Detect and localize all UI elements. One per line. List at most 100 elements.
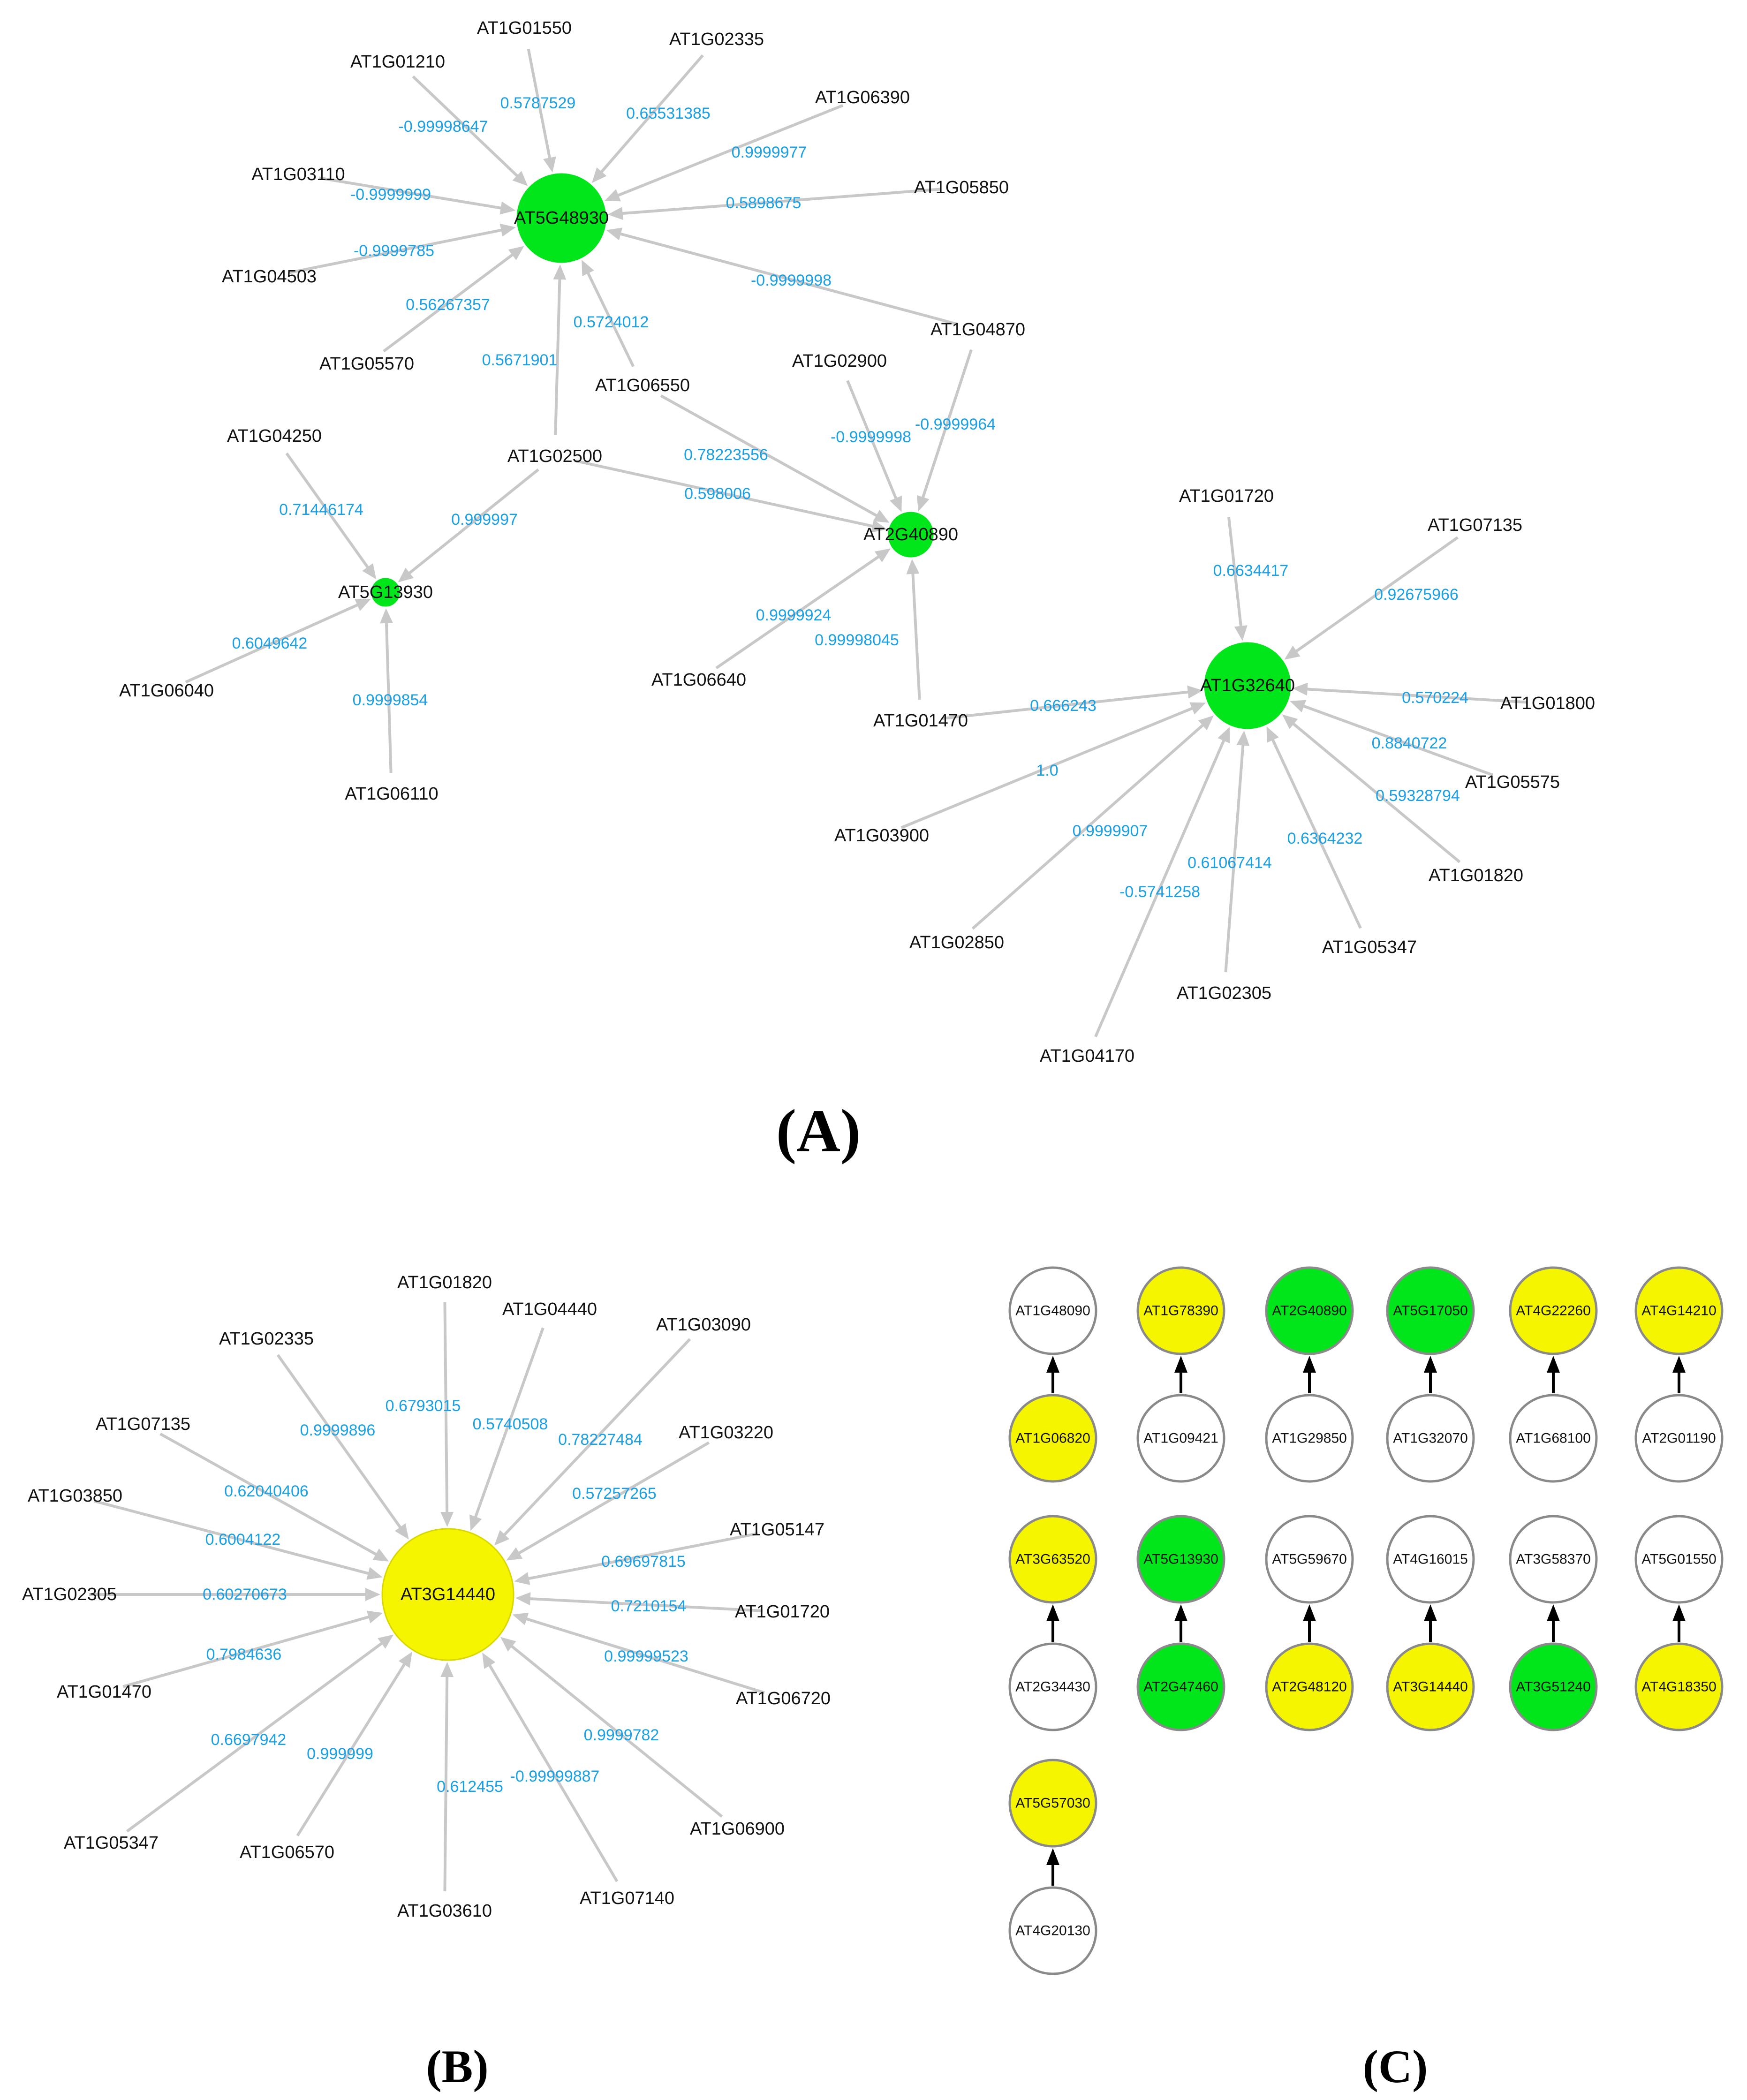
edge-weight-b-8: 0.60270673 <box>203 1586 287 1603</box>
arrow-a-12 <box>916 495 930 512</box>
edge-weight-a-8: 0.56267357 <box>406 296 490 314</box>
grid-label-at2g34430: AT2G34430 <box>1015 1679 1090 1695</box>
gene-label-a-at1g05570: AT1G05570 <box>319 354 414 374</box>
edge-a-4 <box>318 176 504 210</box>
gene-label-a-at1g02850: AT1G02850 <box>909 933 1004 952</box>
arrow-a-11 <box>890 495 902 512</box>
hub-node-at1g32640 <box>1204 642 1291 729</box>
edge-weight-a-3: 0.9999977 <box>732 144 807 161</box>
gene-label-a-at1g06110: AT1G06110 <box>345 784 438 804</box>
edge-a-2 <box>598 54 704 175</box>
grid-node-at5g13930 <box>1136 1515 1225 1604</box>
edge-weight-a-2: 0.65531385 <box>626 105 711 122</box>
gene-label-a-at1g05575: AT1G05575 <box>1465 772 1560 792</box>
edge-b-10 <box>122 1615 372 1688</box>
pair-arrow-1 <box>1174 1356 1187 1373</box>
grid-node-at2g01190 <box>1634 1394 1724 1483</box>
edge-weight-b-12: 0.6697942 <box>211 1731 287 1749</box>
grid-node-at1g78390 <box>1136 1266 1225 1355</box>
edge-b-16 <box>443 1674 449 1892</box>
edge-weight-a-22: 0.92675966 <box>1374 586 1459 604</box>
arrow-a-0 <box>543 156 556 173</box>
edge-b-12 <box>126 1640 385 1833</box>
arrow-a-8 <box>508 246 524 260</box>
edge-layer <box>89 48 1686 1892</box>
gene-label-a-at1g05347: AT1G05347 <box>1322 937 1417 957</box>
arrow-a-22 <box>1284 645 1301 660</box>
pair-arrow-7 <box>1174 1604 1187 1621</box>
arrow-b-2 <box>394 1523 409 1540</box>
arrow-b-13 <box>500 1637 516 1652</box>
gene-label-b-at1g01720: AT1G01720 <box>735 1602 830 1622</box>
edge-b-2 <box>276 1354 403 1531</box>
edge-a-22 <box>1293 536 1459 654</box>
edge-weight-a-5: 0.5898675 <box>726 194 802 212</box>
grid-label-at1g48090: AT1G48090 <box>1015 1303 1090 1319</box>
arrow-a-16 <box>906 559 920 574</box>
edge-weight-a-12: -0.9999964 <box>915 415 996 433</box>
pair-arrow-12 <box>1046 1848 1059 1865</box>
edge-weight-a-30: 0.61067414 <box>1187 854 1272 872</box>
grid-node-at5g01550 <box>1634 1515 1724 1604</box>
hub-label-at3g14440: AT3G14440 <box>401 1585 495 1604</box>
edge-weight-a-10: 0.5671901 <box>482 351 558 369</box>
grid-node-at3g63520 <box>1008 1515 1097 1604</box>
gene-label-a-at1g04250: AT1G04250 <box>227 426 322 446</box>
edge-weight-a-15: 0.9999924 <box>756 606 832 624</box>
pair-arrow-9 <box>1424 1604 1437 1621</box>
edge-weight-a-1: -0.99998647 <box>399 118 488 136</box>
hub-node-at5g48930 <box>516 173 606 263</box>
gene-label-a-at1g04503: AT1G04503 <box>222 267 317 287</box>
gene-label-a-at1g02305: AT1G02305 <box>1177 983 1271 1003</box>
grid-node-at4g20130 <box>1008 1886 1097 1975</box>
edge-a-30 <box>1224 742 1245 973</box>
arrow-a-5 <box>607 207 623 220</box>
grid-node-at1g06820 <box>1008 1394 1097 1483</box>
arrow-a-15 <box>874 548 891 563</box>
edge-weight-b-11: 0.99999523 <box>604 1647 688 1665</box>
edge-weight-a-0: 0.5787529 <box>500 94 576 112</box>
edge-a-9 <box>585 270 635 367</box>
edge-weight-b-6: 0.6004122 <box>205 1531 281 1549</box>
edge-a-0 <box>527 48 552 161</box>
gene-label-a-at1g06040: AT1G06040 <box>119 681 214 701</box>
edge-weight-b-14: 0.999999 <box>307 1745 373 1763</box>
edge-weight-a-21: 0.6634417 <box>1213 562 1289 580</box>
edge-weight-a-28: 0.9999907 <box>1073 822 1148 840</box>
gene-label-b-at1g03850: AT1G03850 <box>28 1486 122 1506</box>
edge-b-15 <box>487 1662 619 1882</box>
arrow-a-31 <box>1218 727 1230 744</box>
grid-label-at2g47460: AT2G47460 <box>1143 1679 1218 1695</box>
edge-a-14 <box>575 459 876 529</box>
edge-a-7 <box>617 232 958 326</box>
edge-a-20 <box>385 620 393 773</box>
arrow-b-6 <box>366 1567 383 1580</box>
arrow-a-7 <box>606 227 623 241</box>
edge-weight-b-1: 0.5740508 <box>473 1415 548 1433</box>
edge-a-26 <box>900 706 1195 829</box>
edge-b-1 <box>473 1327 545 1520</box>
grid-label-at1g09421: AT1G09421 <box>1143 1431 1218 1446</box>
arrow-a-30 <box>1236 730 1250 746</box>
hub-node-at5g13930 <box>371 578 400 607</box>
edge-weight-a-16: 0.99998045 <box>815 631 899 649</box>
grid-label-at5g59670: AT5G59670 <box>1272 1552 1347 1567</box>
gene-label-b-at1g06720: AT1G06720 <box>736 1689 831 1708</box>
grid-node-at2g40890 <box>1265 1266 1354 1355</box>
grid-node-at2g34430 <box>1008 1642 1097 1731</box>
gene-label-a-at1g02500: AT1G02500 <box>507 446 602 466</box>
edge-weight-b-0: 0.6793015 <box>386 1397 461 1415</box>
edge-a-8 <box>383 252 515 353</box>
arrow-a-19 <box>355 598 371 611</box>
grid-node-at4g16015 <box>1386 1515 1475 1604</box>
pair-arrow-10 <box>1547 1604 1560 1621</box>
gene-label-b-at1g07140: AT1G07140 <box>580 1888 674 1908</box>
edge-a-6 <box>289 228 505 274</box>
arrow-a-18 <box>398 567 414 582</box>
gene-label-b-at1g01820: AT1G01820 <box>397 1273 492 1292</box>
gene-label-b-at1g05147: AT1G05147 <box>730 1520 824 1540</box>
node-layer <box>371 173 1724 1975</box>
grid-label-at3g51240: AT3G51240 <box>1516 1679 1591 1695</box>
arrow-b-9 <box>515 1592 531 1606</box>
